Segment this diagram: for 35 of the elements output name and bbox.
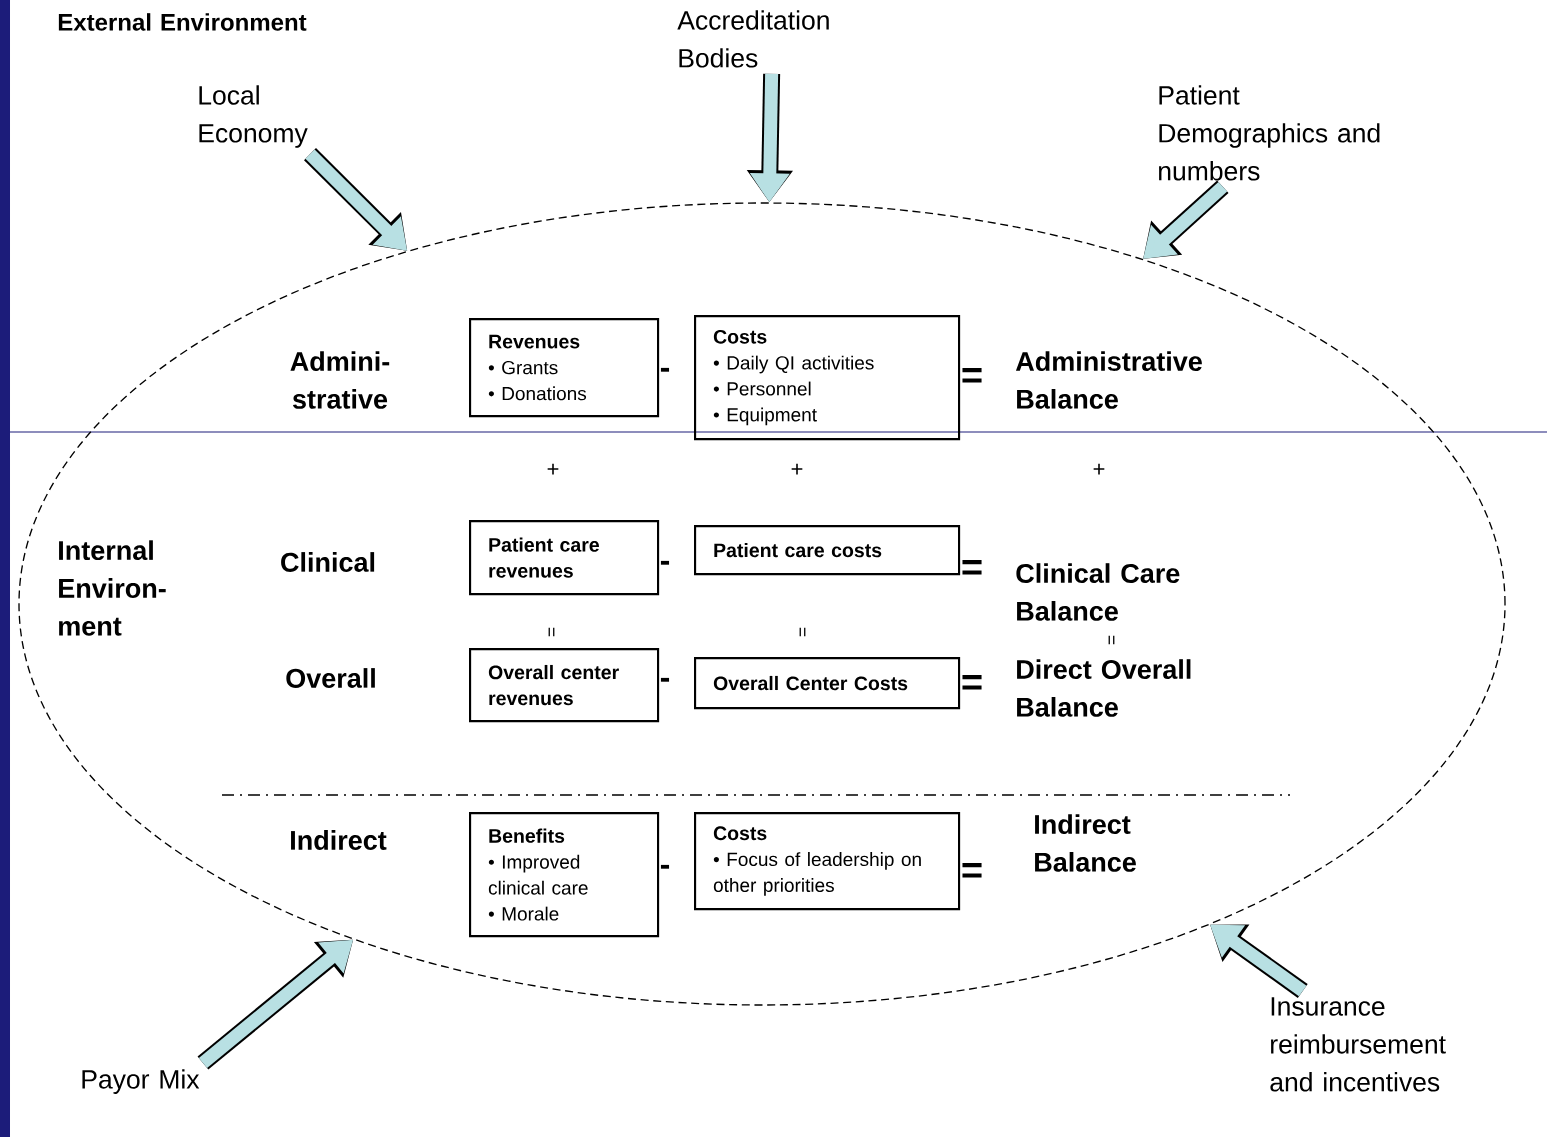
- text-box: Costs • Focus of leadership on other priorities: [694, 812, 961, 911]
- text-box: Benefits • Improved clinical care • Morale: [469, 812, 660, 938]
- plus-sign: +: [791, 463, 803, 475]
- minus-sign: -: [660, 367, 670, 372]
- factor-text: Accreditation Bodies: [677, 10, 829, 68]
- equals-sign: =: [799, 627, 806, 637]
- plus-sign: +: [1093, 463, 1105, 475]
- equals-sign: =: [548, 627, 555, 637]
- row-label: Clinical: [281, 552, 375, 572]
- text-box: Patient care revenues: [469, 520, 660, 596]
- text-box: Overall Center Costs: [694, 657, 961, 710]
- balance-label: Direct Overall Balance: [1017, 659, 1191, 717]
- text-box: Overall center revenues: [469, 648, 660, 723]
- equals-sign: =: [962, 675, 982, 690]
- factor-text: Local Economy: [199, 85, 308, 148]
- factor-text: Insurance reimbursement and incentives: [1270, 997, 1446, 1092]
- plus-sign: +: [547, 463, 559, 475]
- row-label: Overall: [286, 668, 375, 688]
- minus-sign: -: [660, 677, 670, 682]
- section-heading: External Environment: [58, 13, 307, 31]
- balance-label: Administrative Balance: [1015, 351, 1202, 409]
- text-box: Revenues • Grants • Donations: [469, 318, 660, 418]
- factor-text: Patient Demographics and numbers: [1159, 85, 1380, 181]
- equals-sign: =: [1108, 635, 1115, 645]
- minus-sign: -: [660, 864, 670, 869]
- text-box: Patient care costs: [694, 525, 961, 576]
- row-label: Indirect: [291, 830, 387, 850]
- row-label: Admini-strative: [290, 351, 390, 409]
- text-box: Costs • Daily QI activities • Personnel • Equipment: [694, 315, 961, 441]
- minus-sign: -: [660, 560, 670, 565]
- balance-label: Indirect Balance: [1035, 814, 1136, 872]
- balance-label: Clinical Care Balance: [1016, 563, 1180, 621]
- section-heading: Internal Environ-ment: [59, 540, 166, 636]
- factor-text: Payor Mix: [82, 1069, 200, 1094]
- equals-sign: =: [962, 560, 982, 575]
